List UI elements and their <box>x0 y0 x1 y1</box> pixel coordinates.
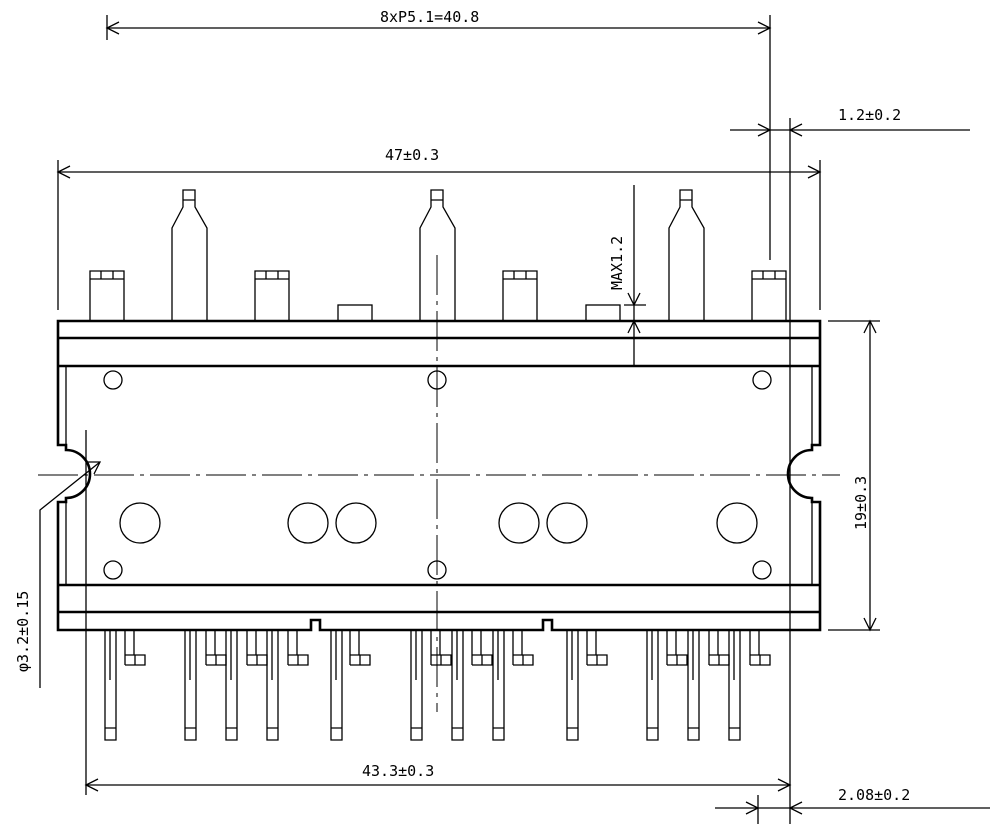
arrowhead <box>863 617 877 632</box>
arrowhead <box>745 801 760 815</box>
lead-offset-dimension-line <box>715 795 990 824</box>
large-hole <box>287 502 329 544</box>
lead-offset-dimension-label: 2.08±0.2 <box>838 786 910 804</box>
bottom-pin-long <box>646 630 659 741</box>
bottom-pin-short <box>471 630 493 666</box>
bottom-pin-short <box>708 630 730 666</box>
max-height-dimension-label: MAX1.2 <box>608 236 626 290</box>
arrowhead <box>627 319 641 334</box>
bottom-pin-short <box>287 630 309 666</box>
large-hole <box>546 502 588 544</box>
top-pin-short <box>254 270 290 321</box>
bottom-pin-long <box>410 630 423 741</box>
bottom-pin-short <box>512 630 534 666</box>
bottom-pin-long <box>728 630 741 741</box>
bottom-pin-long <box>451 630 464 741</box>
bottom-pin-short <box>205 630 227 666</box>
large-hole <box>498 502 540 544</box>
bottom-pin-short <box>586 630 608 666</box>
bottom-pin-short <box>430 630 452 666</box>
bottom-pin-long <box>104 630 117 741</box>
body-length-dimension-label: 47±0.3 <box>385 146 439 164</box>
pitch-dimension-label: 8xP5.1=40.8 <box>380 8 479 26</box>
arrowhead <box>105 21 120 35</box>
top-pin-short <box>502 270 538 321</box>
top-pin-short <box>751 270 787 321</box>
hole-span-dimension-label: 43.3±0.3 <box>362 762 434 780</box>
small-hole <box>752 370 772 390</box>
bottom-pin-long <box>492 630 505 741</box>
hole-diameter-leader <box>39 461 101 688</box>
hole-span-dimension-line <box>85 430 790 795</box>
bottom-pin-short <box>124 630 146 666</box>
top-pin-tall <box>171 189 208 321</box>
bottom-pin-short <box>349 630 371 666</box>
arrowhead <box>788 801 803 815</box>
large-hole <box>119 502 161 544</box>
arrowhead <box>757 123 772 137</box>
package-geometry <box>38 189 840 741</box>
arrowhead <box>757 21 772 35</box>
top-pin-tall <box>668 189 705 321</box>
arrowhead <box>807 165 822 179</box>
bottom-pin-short <box>666 630 688 666</box>
bottom-pin-long <box>687 630 700 741</box>
bottom-pin-short <box>246 630 268 666</box>
top-block <box>585 304 621 322</box>
body-length-dimension-line <box>57 160 821 310</box>
top-pin-tall <box>419 189 456 321</box>
bottom-pin-long <box>184 630 197 741</box>
arrowhead <box>56 165 71 179</box>
body-outline <box>56 319 822 632</box>
bottom-pin-long <box>266 630 279 741</box>
max-height-dimension-line <box>624 185 646 366</box>
top-pin-short <box>89 270 125 321</box>
small-hole <box>103 560 123 580</box>
top-block <box>337 304 373 322</box>
body-band-lines <box>58 336 820 614</box>
hole-diameter-dimension-label: φ3.2±0.15 <box>14 591 32 672</box>
bottom-pin-long <box>330 630 343 741</box>
arrowhead <box>777 778 792 792</box>
arrowhead <box>627 292 641 307</box>
lead-width-dimension-line <box>730 118 970 824</box>
bottom-pin-short <box>749 630 771 666</box>
arrowhead <box>788 123 803 137</box>
bottom-pin-long <box>566 630 579 741</box>
bottom-pin-long <box>225 630 238 741</box>
arrowhead <box>88 461 102 475</box>
body-inner-edges <box>65 366 813 585</box>
lead-width-dimension-label: 1.2±0.2 <box>838 106 901 124</box>
arrowhead <box>863 319 877 334</box>
large-hole <box>716 502 758 544</box>
pitch-dimension-line <box>106 15 771 260</box>
arrowhead <box>84 778 99 792</box>
small-hole <box>103 370 123 390</box>
dimension-lines <box>39 15 990 824</box>
large-hole <box>335 502 377 544</box>
body-width-dimension-label: 19±0.3 <box>852 476 870 530</box>
body-width-dimension-line <box>828 320 880 631</box>
small-hole <box>752 560 772 580</box>
